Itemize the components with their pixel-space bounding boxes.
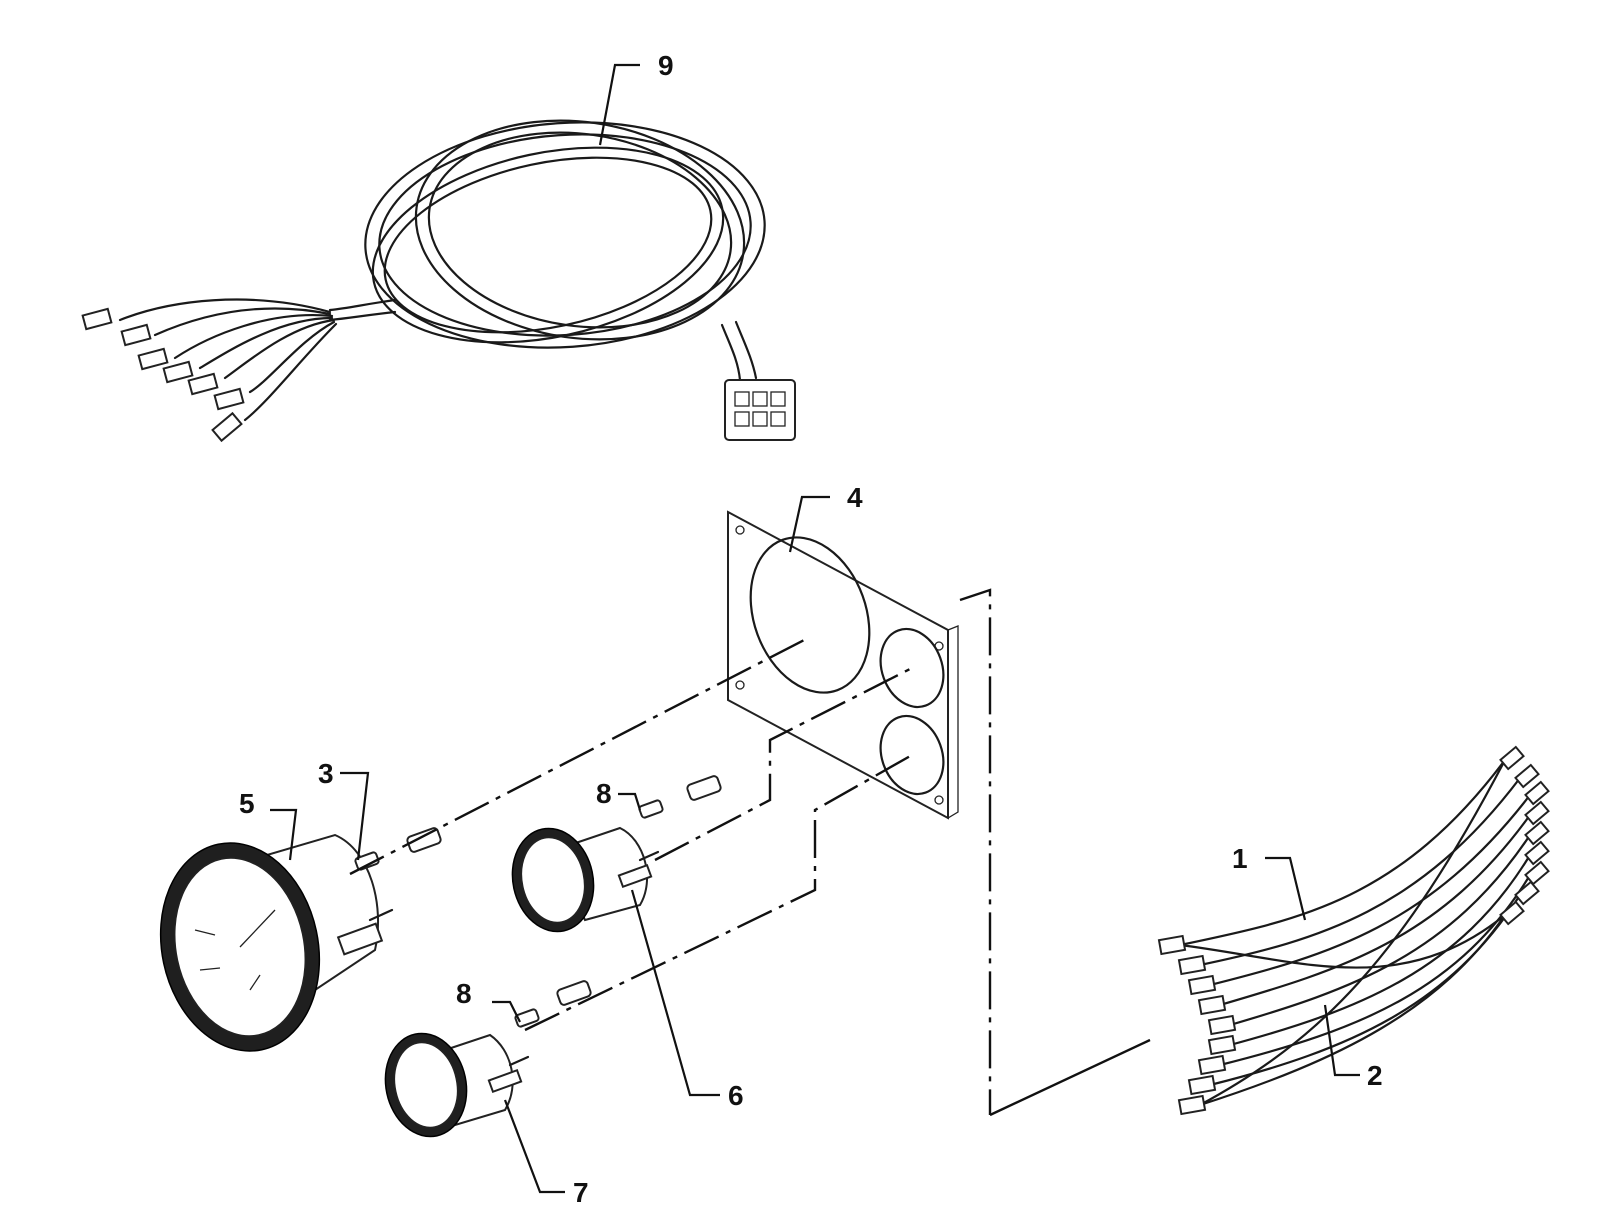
bulb-socket-lower xyxy=(514,980,592,1028)
wire-bundle xyxy=(1157,745,1550,1116)
callout-7: 7 xyxy=(573,1177,589,1208)
callout-5: 5 xyxy=(239,788,255,819)
callout-9: 9 xyxy=(658,50,674,81)
multi-pin-connector xyxy=(724,379,796,441)
alignment-lines xyxy=(349,588,1151,1117)
wiring-harness-coil xyxy=(81,119,796,443)
callout-1: 1 xyxy=(1232,843,1248,874)
large-gauge xyxy=(159,833,394,1052)
callout-4: 4 xyxy=(847,482,863,513)
callout-3: 3 xyxy=(318,758,334,789)
callout-labels: 9 4 3 5 8 8 6 7 1 2 xyxy=(239,50,1383,1208)
callout-6: 6 xyxy=(728,1080,744,1111)
bulb-socket-upper xyxy=(638,775,722,819)
leader-lines xyxy=(270,63,1360,1194)
instrument-panel-plate xyxy=(727,510,959,820)
bulb-socket-large-gauge xyxy=(354,827,442,871)
temperature-gauge xyxy=(384,1032,530,1138)
oil-pressure-gauge xyxy=(511,826,660,933)
callout-8-lower: 8 xyxy=(456,978,472,1009)
callout-2: 2 xyxy=(1367,1060,1383,1091)
callout-8-upper: 8 xyxy=(596,778,612,809)
